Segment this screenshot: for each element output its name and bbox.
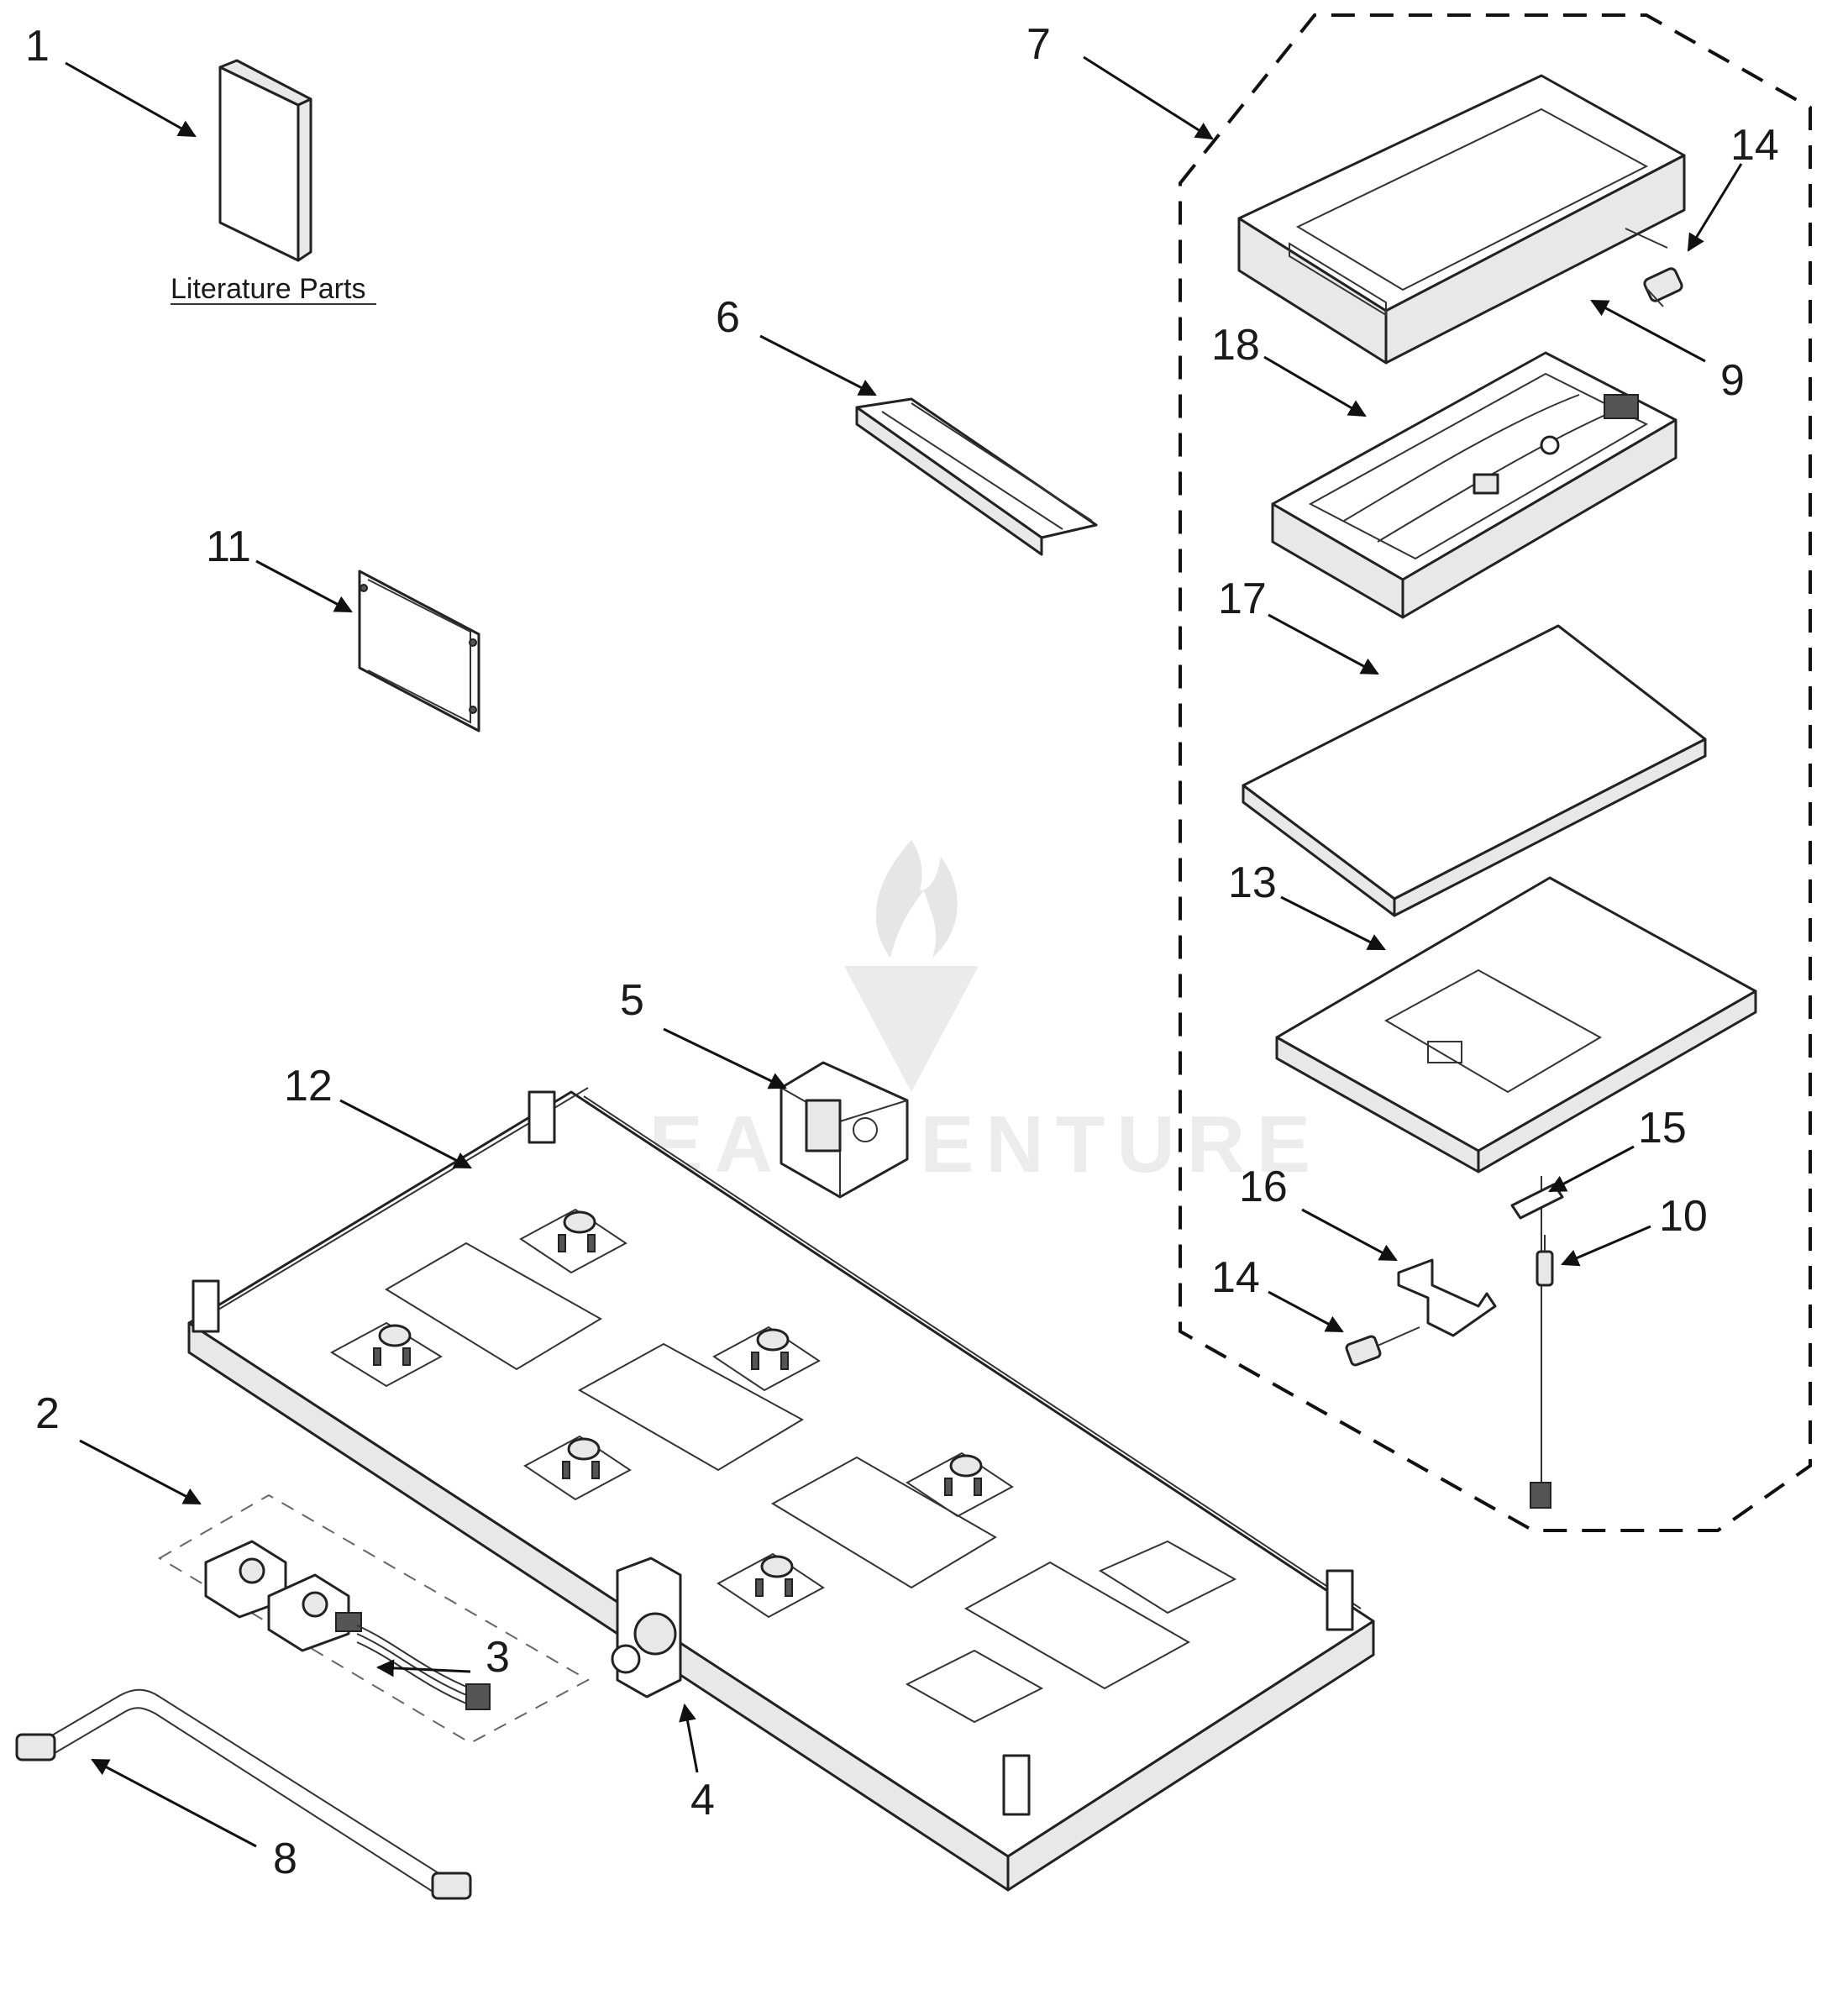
burner-5 [906,1452,1014,1518]
callout-14-bottom: 14 [1211,1253,1260,1302]
part-12-burner-base [187,1087,1375,1892]
assembly-7-boundary [1179,13,1812,1532]
burner-4 [523,1435,632,1501]
watermark-text: LEADVENTURE [588,1100,1322,1189]
literature-parts-caption: Literature Parts [171,273,365,305]
burner-6 [717,1552,825,1619]
leader-16 [1301,1208,1398,1262]
burner-3 [712,1326,821,1392]
leader-8 [91,1758,257,1848]
leader-14b [1268,1290,1344,1333]
part-18-element-tray [1271,351,1677,619]
part-14-screw-bottom [1345,1326,1420,1367]
part-6-drip-tray [855,397,1098,556]
part-1-literature [218,59,312,262]
burner-1 [519,1208,627,1274]
part-17-insulation [1242,624,1707,917]
part-10-clip [1536,1235,1554,1287]
leader-3 [375,1659,471,1677]
leader-15 [1548,1145,1635,1193]
leader-2 [79,1439,202,1505]
callout-9: 9 [1720,356,1745,405]
callout-14-top: 14 [1730,121,1779,170]
callout-3: 3 [486,1633,510,1682]
leader-9 [1590,299,1706,363]
callout-12: 12 [284,1062,333,1110]
part-16-bracket [1397,1258,1497,1337]
leader-11 [255,559,353,613]
callout-2: 2 [35,1389,60,1438]
callout-18: 18 [1211,321,1260,370]
burner-2 [329,1321,444,1388]
leader-10 [1561,1225,1651,1267]
leader-13 [1280,895,1386,951]
callout-6: 6 [716,293,740,342]
callout-11: 11 [206,522,251,571]
part-15-probe [1510,1176,1564,1509]
part-13-pan [1275,876,1757,1173]
callout-16: 16 [1239,1163,1288,1211]
callout-17: 17 [1218,575,1267,623]
part-11-cover-plate [358,570,480,732]
callout-5: 5 [620,976,644,1025]
leader-12 [339,1099,472,1169]
leader-17 [1268,613,1379,675]
leader-1 [65,61,197,138]
watermark-logo [844,840,979,1092]
callout-8: 8 [273,1835,297,1883]
part-4-regulator [611,1557,682,1698]
part-9-griddle-plate [1237,74,1686,365]
leader-14a [1687,163,1743,252]
callout-10: 10 [1659,1192,1708,1241]
leader-7 [1083,55,1214,140]
callout-13: 13 [1228,858,1277,907]
part-2-valve-assembly [158,1494,591,1745]
callout-15: 15 [1638,1104,1687,1152]
leader-5 [663,1027,787,1089]
leader-18 [1263,355,1367,417]
callout-4: 4 [690,1776,715,1824]
callout-1: 1 [25,22,50,71]
leader-4 [679,1703,699,1773]
part-3-wire-harness [356,1625,491,1710]
callout-7: 7 [1026,20,1051,69]
part-5-ignition-module [780,1061,909,1199]
part-8-manifold-tube [15,1688,472,1900]
part-14-screw-top [1625,228,1683,307]
leader-6 [759,334,877,396]
